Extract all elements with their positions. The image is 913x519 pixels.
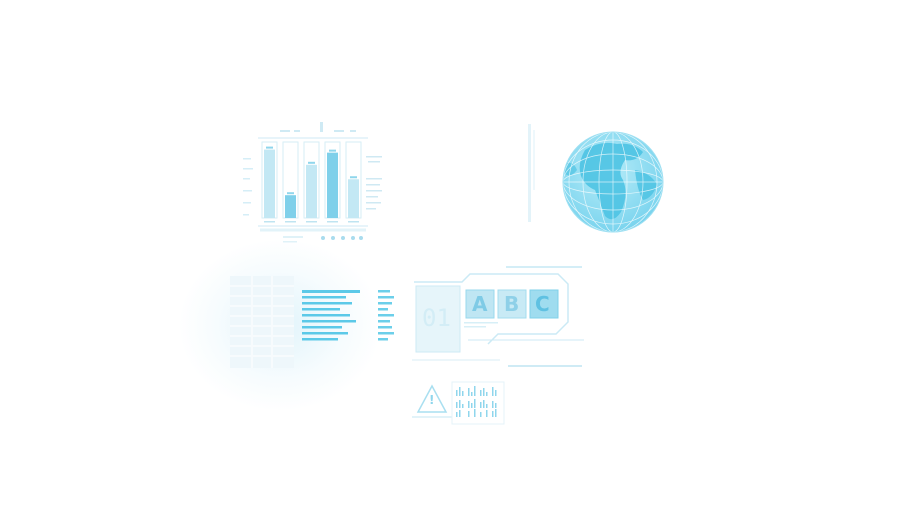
category-tick [327, 221, 338, 223]
bar-chart-panel [243, 122, 382, 243]
bar-value-marker [350, 176, 357, 179]
abc-panel: 01 A B C [408, 264, 588, 374]
chart-bar [348, 179, 359, 218]
bar-value-marker [287, 192, 294, 195]
chart-bar [285, 195, 296, 218]
letter-b: B [504, 292, 520, 316]
category-tick [264, 221, 275, 223]
chart-bar [264, 149, 275, 218]
category-tick [348, 221, 359, 223]
bar-value-marker [308, 161, 315, 164]
chart-bar [327, 152, 338, 218]
letter-a: A [472, 292, 488, 316]
chart-bar [306, 164, 317, 218]
bar-value-marker [266, 146, 273, 149]
warning-symbol: ! [429, 393, 435, 407]
letter-c: C [535, 292, 550, 316]
warning-triangle-icon [416, 384, 448, 413]
code-label: 01 [422, 304, 451, 332]
category-tick [306, 221, 317, 223]
data-list-panel [230, 276, 394, 368]
alert-panel: ! [408, 378, 508, 428]
bar-value-marker [329, 149, 336, 152]
globe-icon [528, 124, 664, 233]
category-tick [285, 221, 296, 223]
